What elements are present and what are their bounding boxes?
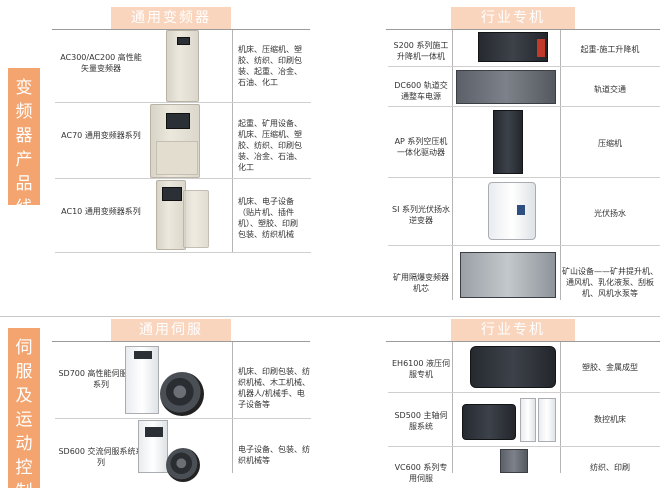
product-name: AC70 通用变频器系列 <box>61 131 141 140</box>
product-name: SD700 高性能伺服系统系列 <box>58 369 144 389</box>
section2-left-header: 通用伺服 <box>111 319 231 341</box>
drive-display <box>145 427 163 437</box>
ac10-inverter-image-back <box>183 190 209 248</box>
row-divider <box>388 177 660 178</box>
ac10-inverter-image <box>156 180 186 250</box>
spindle-motor-image <box>462 404 516 440</box>
product-name: 矿用隔爆变频器机芯 <box>393 273 449 293</box>
side-char: 动 <box>15 434 33 454</box>
product-name: VC600 系列专用伺服 <box>394 463 448 483</box>
inverter-keypad <box>166 113 190 129</box>
product-applications: 纺织、印刷 <box>590 463 630 472</box>
product-name: SI 系列光伏扬水逆变器 <box>392 205 450 225</box>
row-divider <box>388 245 660 246</box>
section1-right-header: 行业专机 <box>451 7 575 29</box>
section2-top-rule-left <box>52 341 310 342</box>
side-char: 及 <box>15 386 33 406</box>
sd700-servo-drive-image <box>125 346 159 414</box>
product-applications: 矿山设备——矿井提升机、通风机、乳化液泵、刮板机、风机水泵等 <box>562 267 658 298</box>
product-name: SD500 主轴伺服系统 <box>394 411 448 431</box>
column-divider <box>452 30 453 300</box>
side-char: 器 <box>15 126 33 146</box>
side-char: 运 <box>15 410 33 430</box>
product-applications: 机床、电子设备（贴片机、插件机）、塑胶、印刷包装、纺织机械 <box>238 197 298 239</box>
inverter-keypad <box>162 187 182 201</box>
row-divider <box>55 252 311 253</box>
product-applications: 光伏扬水 <box>594 209 626 218</box>
inverter-screen <box>517 205 525 215</box>
section-separator <box>0 316 660 317</box>
mining-inverter-core-image <box>460 252 556 298</box>
section1-top-rule-left <box>52 29 310 30</box>
drive-keypad <box>134 351 152 359</box>
dc600-power-supply-image <box>456 70 556 104</box>
row-divider <box>55 178 311 179</box>
side-char: 服 <box>15 362 33 382</box>
product-name: AC10 通用变频器系列 <box>61 207 141 216</box>
product-applications: 起重、矿用设备、机床、压缩机、塑胶、纺织、印刷包装、冶金、石油、化工 <box>238 119 302 172</box>
side-char: 线 <box>8 196 40 205</box>
section1-side-label: 变 频 器 产 品 线 <box>8 68 40 205</box>
ac300-inverter-image <box>166 30 199 102</box>
side-char: 品 <box>15 174 33 194</box>
product-applications: 机床、压缩机、塑胶、纺织、印刷包装、起重、冶金、石油、化工 <box>238 45 302 87</box>
si-solar-inverter-image <box>488 182 536 240</box>
inverter-lower-cover <box>156 141 198 175</box>
column-divider <box>452 342 453 473</box>
section2-side-label: 伺 服 及 运 动 控 制 <box>8 328 40 488</box>
column-divider <box>560 342 561 473</box>
section1-top-rule-right <box>386 29 660 30</box>
ap-drive-image <box>493 110 523 174</box>
servo-motor-image <box>166 448 200 482</box>
section2-right-header: 行业专机 <box>451 319 575 341</box>
product-applications: 压缩机 <box>598 139 622 148</box>
side-char: 制 <box>8 480 40 488</box>
product-name: AC300/AC200 高性能矢量变频器 <box>60 53 142 73</box>
row-divider <box>55 418 311 419</box>
row-divider <box>55 102 311 103</box>
section1-left-header: 通用变频器 <box>111 7 231 29</box>
product-applications: 起重-施工升降机 <box>580 45 640 54</box>
s200-controller-image <box>478 32 548 62</box>
product-applications: 塑胶、金属成型 <box>582 363 638 372</box>
column-divider <box>232 30 233 253</box>
product-applications: 电子设备、包装、纺织机械等 <box>238 445 310 465</box>
row-divider <box>388 66 660 67</box>
product-name: SD600 交流伺服系统系列 <box>58 447 144 467</box>
row-divider <box>388 106 660 107</box>
servo-motor-image <box>160 372 204 416</box>
spindle-drive-image <box>538 398 556 442</box>
product-name: S200 系列施工升降机一体机 <box>393 41 449 61</box>
spindle-drive-image <box>520 398 536 442</box>
product-applications: 数控机床 <box>594 415 626 424</box>
column-divider <box>232 342 233 473</box>
section2-top-rule-right <box>386 341 660 342</box>
vc600-servo-image <box>500 449 528 473</box>
side-char: 产 <box>15 150 33 170</box>
ac70-inverter-image <box>150 104 200 178</box>
eh6100-hydraulic-servo-image <box>470 346 556 388</box>
row-divider <box>388 392 660 393</box>
product-name: EH6100 液压伺服专机 <box>392 359 450 379</box>
side-char: 控 <box>15 458 33 478</box>
sd600-servo-drive-image <box>138 420 168 473</box>
product-applications: 轨道交通 <box>594 85 626 94</box>
product-name: AP 系列空压机一体化驱动器 <box>394 137 448 157</box>
column-divider <box>560 30 561 300</box>
inverter-panel <box>177 37 190 45</box>
side-char: 变 <box>15 78 33 98</box>
row-divider <box>388 446 660 447</box>
side-char: 频 <box>15 102 33 122</box>
status-light <box>537 39 545 57</box>
product-name: DC600 轨道交通整车电源 <box>394 81 448 101</box>
side-char: 伺 <box>15 338 33 358</box>
product-applications: 机床、印刷包装、纺织机械、木工机械、机器人/机械手、电子设备等 <box>238 367 310 409</box>
